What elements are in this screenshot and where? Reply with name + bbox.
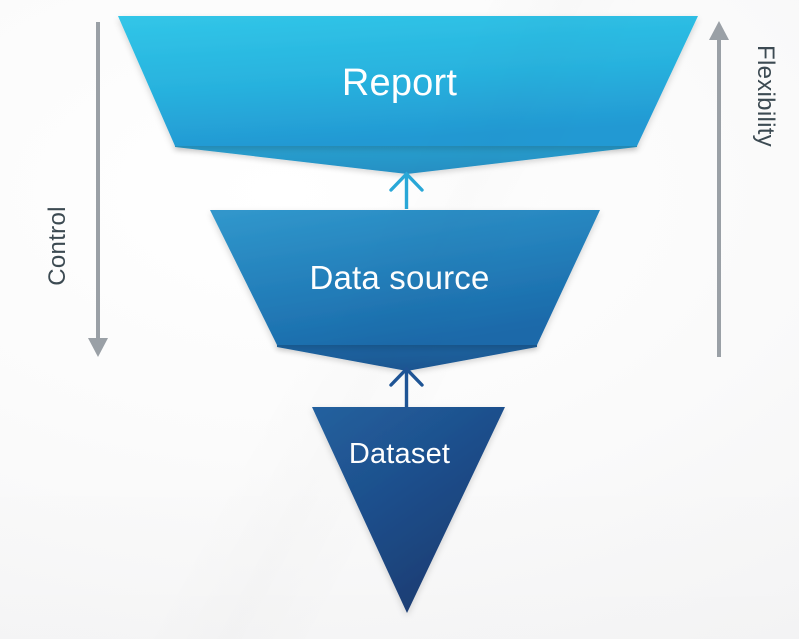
axis-flexibility (709, 21, 729, 357)
axis-control (88, 22, 108, 357)
data-source-shape (210, 210, 600, 345)
stage-label-data-source: Data source (309, 259, 490, 296)
axis-label-flexibility: Flexibility (752, 45, 779, 147)
axis-label-control: Control (44, 206, 71, 286)
flexibility-arrow-head-icon (709, 21, 729, 40)
stage-label-dataset: Dataset (348, 438, 451, 470)
funnel-stage-data-source[interactable] (210, 210, 600, 371)
report-shape (118, 16, 698, 146)
dataset-shape (312, 407, 505, 613)
arrow-head-icon (389, 366, 424, 387)
control-arrow-head-icon (88, 338, 108, 357)
funnel-stage-report[interactable] (118, 16, 698, 174)
arrow-head-icon (389, 171, 424, 192)
arrow-datasource-to-report (389, 171, 424, 209)
report-shadow-face (175, 142, 637, 174)
data-source-shadow-face (277, 341, 537, 371)
funnel-stage-dataset[interactable] (312, 407, 505, 613)
stage-label-report: Report (341, 62, 458, 104)
arrow-dataset-to-datasource (389, 366, 424, 407)
